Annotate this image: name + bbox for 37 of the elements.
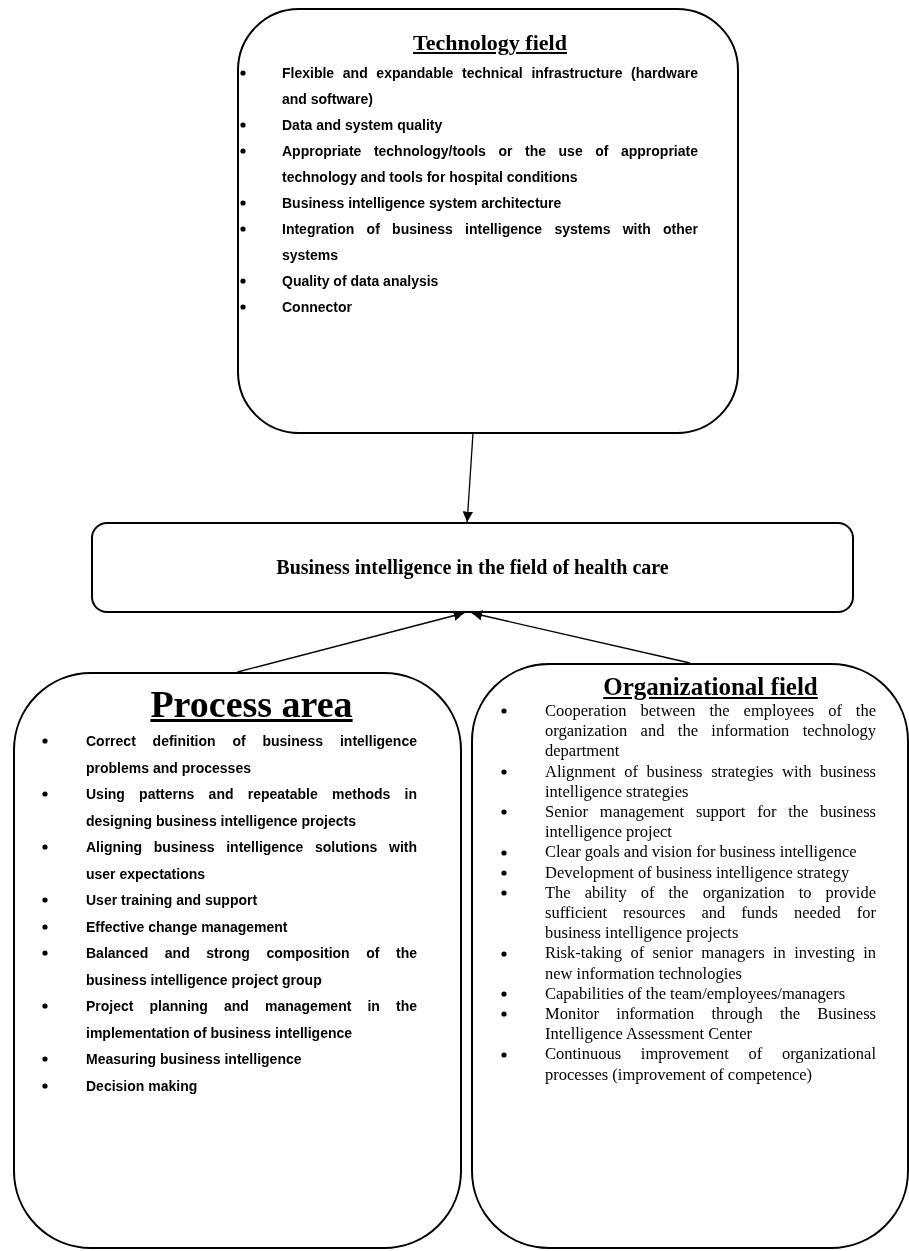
rounded-box [471,663,909,1249]
list-item: Project planning and management in the implementation of business intelligence [86,997,417,1043]
list-item: Clear goals and vision for business intelligence [545,842,858,863]
list-item: Measuring business intelligence [86,1050,303,1069]
list-item: Development of business intelligence strategy [545,862,851,883]
list-item: Integration of business intelligence systems with other systems [282,220,698,265]
list-item: Data and system quality [282,116,444,135]
list-item: Risk-taking of senior managers in investing in new information technologies [545,943,876,984]
list-item: Capabilities of the team/employees/managers [545,983,847,1005]
list-item: Balanced and strong composition of the business intelligence project group [86,944,417,990]
process-box [91,522,854,613]
rounded-box [237,8,739,434]
list-item: Connector [282,298,353,317]
list-item: Correct definition of business intelligence problems and processes [86,732,417,778]
list-item: Flexible and expandable technical infrastructure (hardware and software) [282,64,698,109]
list-item: Aligning business intelligence solutions with user expectations [86,838,417,884]
list-item: Using patterns and repeatable methods in designing business intelligence projects [86,785,417,831]
list-item: Appropriate technology/tools or the use of appropriate technology and tools for hospital conditions [282,142,698,187]
list-item: The ability of the organization to provide sufficient resources and funds needed for business intelligence projects [545,882,876,944]
arrow [471,610,691,664]
list-item: Monitor information through the Business Intelligence Assessment Center [545,1004,876,1045]
list-item: Effective change management [86,917,289,937]
arrow [462,433,474,523]
section-heading: Technology field [412,30,568,56]
list-item: Decision making [86,1076,199,1096]
rounded-box [13,672,462,1249]
list-item: Business intelligence system architecture [282,194,563,213]
list-item: Cooperation between the employees of the organization and the information technology department [545,701,876,762]
arrow [236,610,465,673]
list-item: Continuous improvement of organizational processes (improvement of competence) [545,1044,876,1085]
list-item: Quality of data analysis [282,272,440,291]
section-heading: Organizational field [602,673,819,701]
list-item: Alignment of business strategies with business intelligence strategies [545,761,876,802]
list-item: Senior management support for the business intelligence project [545,802,876,843]
list-item: User training and support [86,891,259,910]
section-heading: Process area [149,682,354,726]
box-title: Business intelligence in the field of health care [276,556,669,579]
